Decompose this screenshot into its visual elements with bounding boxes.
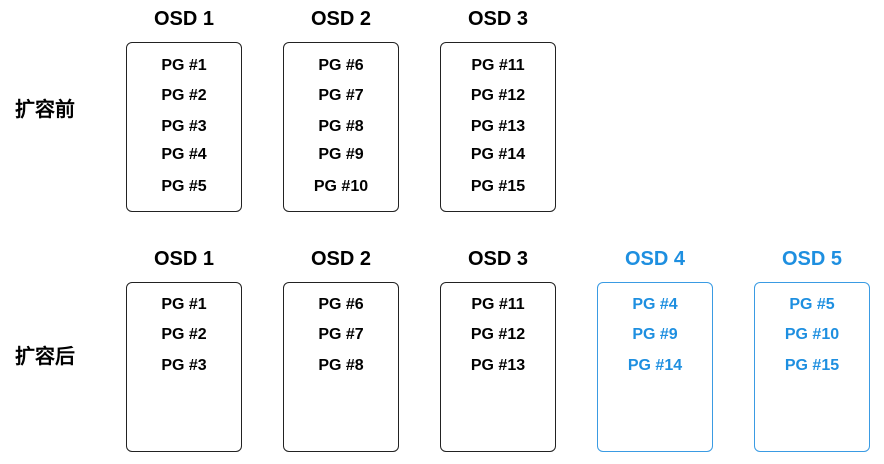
- pg-label: PG #5: [789, 296, 835, 313]
- pg-label: PG #12: [470, 87, 526, 104]
- osd-title: OSD 5: [781, 248, 843, 270]
- pg-label: PG #4: [632, 296, 678, 313]
- row-label-before: 扩容前: [15, 97, 75, 121]
- pg-label: PG #3: [161, 118, 207, 135]
- pg-label: PG #13: [470, 118, 526, 135]
- osd-title: OSD 1: [153, 8, 215, 30]
- pg-label: PG #6: [318, 296, 364, 313]
- osd-box: PG #11 PG #12 PG #13: [440, 282, 556, 452]
- osd-title: OSD 4: [624, 248, 686, 270]
- osd-title: OSD 1: [153, 248, 215, 270]
- osd-title: OSD 3: [467, 248, 529, 270]
- pg-label: PG #3: [161, 357, 207, 374]
- osd-title: OSD 3: [467, 8, 529, 30]
- pg-label: PG #8: [318, 357, 364, 374]
- pg-label: PG #10: [313, 178, 369, 195]
- osd-box: PG #5 PG #10 PG #15: [754, 282, 870, 452]
- pg-label: PG #15: [784, 357, 840, 374]
- pg-label: PG #13: [470, 357, 526, 374]
- osd-box: PG #1 PG #2 PG #3: [126, 282, 242, 452]
- osd-box: PG #1 PG #2 PG #3 PG #4 PG #5: [126, 42, 242, 212]
- osd-box: PG #6 PG #7 PG #8 PG #9 PG #10: [283, 42, 399, 212]
- pg-label: PG #6: [318, 57, 364, 74]
- osd-box: PG #6 PG #7 PG #8: [283, 282, 399, 452]
- pg-label: PG #14: [627, 357, 683, 374]
- pg-label: PG #11: [471, 296, 525, 313]
- pg-label: PG #5: [161, 178, 207, 195]
- pg-label: PG #8: [318, 118, 364, 135]
- osd-box: PG #4 PG #9 PG #14: [597, 282, 713, 452]
- pg-label: PG #11: [471, 57, 525, 74]
- osd-box: PG #11 PG #12 PG #13 PG #14 PG #15: [440, 42, 556, 212]
- pg-label: PG #7: [318, 87, 364, 104]
- pg-label: PG #4: [161, 146, 207, 163]
- pg-label: PG #9: [632, 326, 678, 343]
- row-label-after: 扩容后: [15, 344, 75, 368]
- pg-label: PG #2: [161, 87, 207, 104]
- pg-label: PG #1: [161, 57, 207, 74]
- pg-label: PG #7: [318, 326, 364, 343]
- pg-label: PG #1: [161, 296, 207, 313]
- osd-title: OSD 2: [310, 8, 372, 30]
- pg-label: PG #15: [470, 178, 526, 195]
- osd-title: OSD 2: [310, 248, 372, 270]
- pg-label: PG #2: [161, 326, 207, 343]
- pg-label: PG #12: [470, 326, 526, 343]
- pg-label: PG #10: [784, 326, 840, 343]
- pg-label: PG #14: [470, 146, 526, 163]
- pg-label: PG #9: [318, 146, 364, 163]
